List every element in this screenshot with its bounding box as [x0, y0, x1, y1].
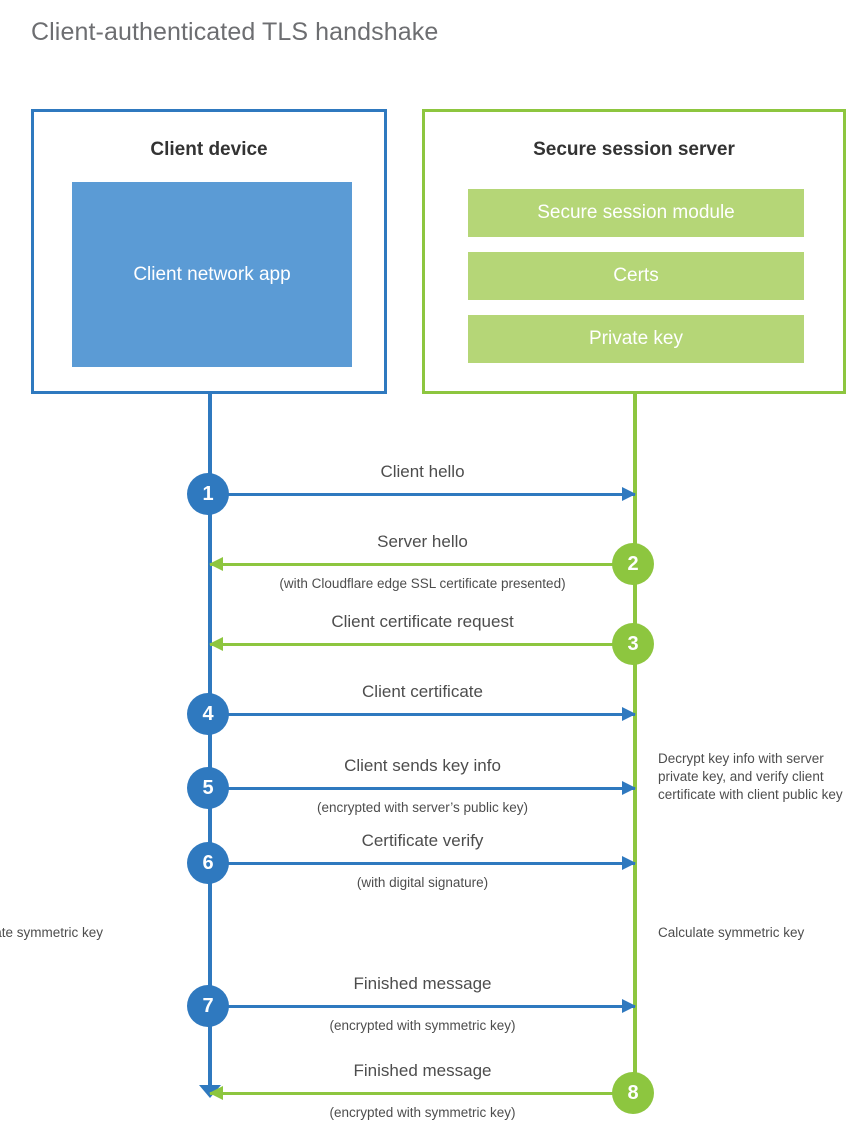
arrow-shaft: [210, 493, 635, 496]
arrowhead-right-icon: [622, 487, 636, 501]
message-sublabel-5: (encrypted with server’s public key): [316, 800, 529, 815]
note-client-calculate-symmetric-key: Calculate symmetric key: [0, 925, 103, 940]
server-component-private-key: Private key: [468, 315, 804, 363]
message-label-5: Client sends key info: [344, 756, 501, 775]
arrowhead-left-icon: [209, 557, 223, 571]
message-label-3: Client certificate request: [331, 612, 514, 631]
note-server-decrypt: Decrypt key info with server private key…: [658, 751, 843, 802]
arrow-shaft: [210, 1092, 635, 1095]
arrow-shaft: [210, 1005, 635, 1008]
message-label-7: Finished message: [353, 974, 492, 993]
client-device-title: Client device: [150, 139, 268, 160]
step-bullet-8[interactable]: 8: [612, 1072, 654, 1114]
client-network-app-block: Client network app: [72, 182, 352, 367]
secure-session-server-title: Secure session server: [533, 139, 735, 160]
secure-session-server-box: Secure session server Secure session mod…: [422, 109, 846, 394]
message-sublabel-6: (with digital signature): [356, 875, 489, 890]
arrow-shaft: [210, 787, 635, 790]
step-bullet-1[interactable]: 1: [187, 473, 229, 515]
note-server-calculate-symmetric-key: Calculate symmetric key: [658, 925, 805, 940]
arrowhead-right-icon: [622, 999, 636, 1013]
message-label-8: Finished message: [353, 1061, 492, 1080]
arrowhead-right-icon: [622, 781, 636, 795]
message-sublabel-2: (with Cloudflare edge SSL certificate pr…: [279, 576, 566, 591]
message-label-4: Client certificate: [362, 682, 483, 701]
step-bullet-4[interactable]: 4: [187, 693, 229, 735]
message-label-2: Server hello: [377, 532, 468, 551]
step-bullet-2[interactable]: 2: [612, 543, 654, 585]
message-sublabel-8: (encrypted with symmetric key): [329, 1105, 516, 1120]
arrowhead-left-icon: [209, 1086, 223, 1100]
server-component-secure-session-module: Secure session module: [468, 189, 804, 237]
arrowhead-right-icon: [622, 856, 636, 870]
step-bullet-3[interactable]: 3: [612, 623, 654, 665]
page-title: Client-authenticated TLS handshake: [31, 18, 439, 46]
arrowhead-left-icon: [209, 637, 223, 651]
step-bullet-6[interactable]: 6: [187, 842, 229, 884]
step-bullet-7[interactable]: 7: [187, 985, 229, 1027]
step-bullet-5[interactable]: 5: [187, 767, 229, 809]
server-lifeline: [633, 394, 637, 1093]
arrow-shaft: [210, 713, 635, 716]
arrow-shaft: [210, 862, 635, 865]
arrowhead-right-icon: [622, 707, 636, 721]
arrow-shaft: [210, 643, 635, 646]
message-label-1: Client hello: [380, 462, 465, 481]
server-component-certs: Certs: [468, 252, 804, 300]
arrow-shaft: [210, 563, 635, 566]
client-lifeline: [208, 394, 212, 1093]
client-device-box: Client device Client network app: [31, 109, 387, 394]
message-label-6: Certificate verify: [361, 831, 484, 850]
message-sublabel-7: (encrypted with symmetric key): [329, 1018, 516, 1033]
